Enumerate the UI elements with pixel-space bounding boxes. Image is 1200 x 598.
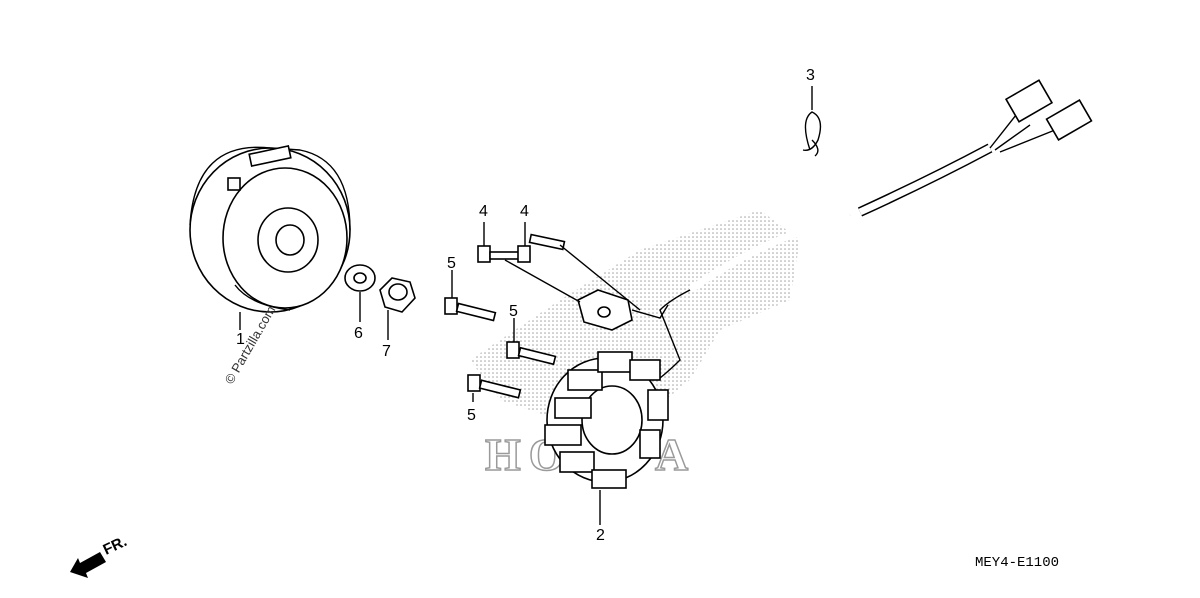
- pulse-generator-part[interactable]: [577, 289, 669, 331]
- wire-harness-part[interactable]: [659, 79, 1093, 379]
- front-direction-label: FR.: [101, 533, 130, 559]
- callout-4b: 4: [520, 203, 529, 220]
- flywheel-part[interactable]: [189, 145, 351, 313]
- callout-7: 7: [382, 343, 391, 360]
- callout-5b: 5: [509, 303, 518, 320]
- callout-1: 1: [236, 331, 245, 348]
- callout-5c: 5: [467, 407, 476, 424]
- bolt-4a[interactable]: [477, 245, 521, 263]
- nut-part[interactable]: [379, 277, 416, 313]
- bolt-4b[interactable]: [517, 233, 566, 263]
- callout-6: 6: [354, 325, 363, 342]
- wire-clamp-part[interactable]: [802, 111, 822, 157]
- partzilla-watermark: © Partzilla.com: [222, 303, 279, 386]
- callout-3: 3: [806, 67, 815, 84]
- background-shading: [470, 210, 800, 420]
- washer-part[interactable]: [344, 264, 376, 292]
- leader-lines: [239, 86, 813, 525]
- callout-5a: 5: [447, 255, 456, 272]
- front-direction-arrow: FR.: [70, 533, 130, 578]
- diagram-code: MEY4-E1100: [975, 555, 1059, 571]
- callout-4a: 4: [479, 203, 488, 220]
- callout-2: 2: [596, 527, 605, 544]
- stator-part[interactable]: [544, 351, 669, 489]
- bolt-5a[interactable]: [444, 297, 497, 322]
- bolt-5c[interactable]: [467, 374, 522, 399]
- bolt-5b[interactable]: [506, 341, 557, 366]
